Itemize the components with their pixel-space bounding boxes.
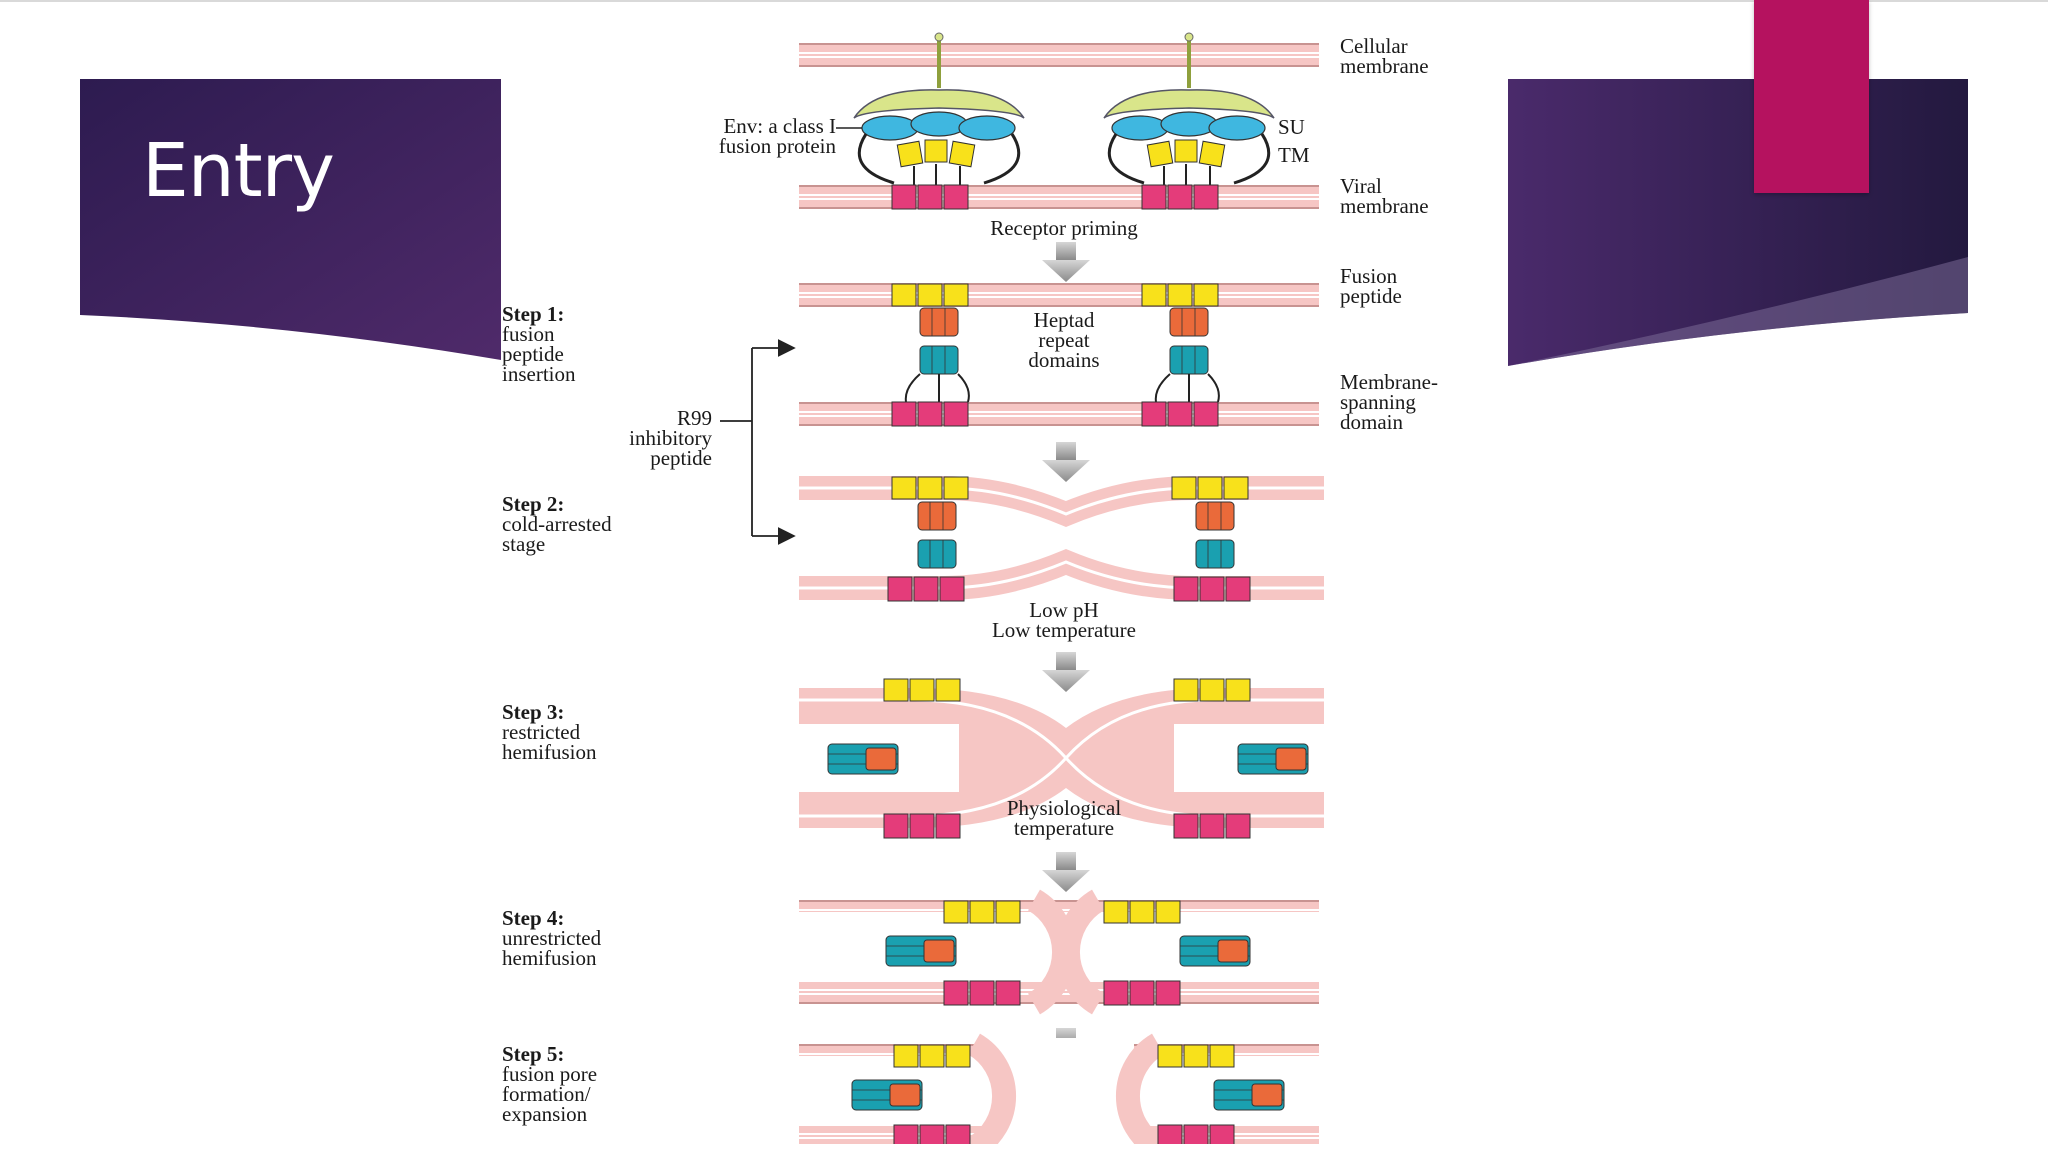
- label-low-ph: Low pH Low temperature: [991, 598, 1137, 642]
- fusion-diagram: Cellular membrane Env: a class I fusion …: [494, 28, 1514, 1152]
- label-viral-membrane: Viral membrane: [1340, 174, 1429, 218]
- step3-label: Step 3:restricted hemifusion: [502, 700, 597, 764]
- step4-label: Step 4:unrestricted hemifusion: [502, 906, 602, 970]
- step1-head: Step 1:: [502, 302, 565, 326]
- panel-env-prefusion: [798, 32, 1320, 210]
- label-heptad-repeat: Heptad repeat domains: [1028, 308, 1100, 372]
- step3-text: restricted hemifusion: [502, 720, 597, 764]
- step2-text: cold-arrested stage: [502, 512, 612, 556]
- label-physiological: Physiological temperature: [1006, 796, 1122, 840]
- step5-head: Step 5:: [502, 1042, 565, 1066]
- right-band: [1508, 79, 1968, 366]
- label-fusion-peptide: Fusion peptide: [1340, 264, 1402, 308]
- step4-head: Step 4:: [502, 906, 565, 930]
- panel-step1: [798, 282, 1320, 427]
- accent-tab: [1754, 0, 1869, 193]
- panel-step5: [798, 1033, 1329, 1152]
- step2-head: Step 2:: [502, 492, 565, 516]
- step3-head: Step 3:: [502, 700, 565, 724]
- label-tm: TM: [1278, 143, 1310, 167]
- panel-step2: [799, 476, 1324, 602]
- fusion-diagram-art: [720, 32, 1329, 1152]
- step5-label: Step 5:fusion pore formation/ expansion: [502, 1042, 598, 1126]
- r99-bracket: [720, 339, 796, 545]
- label-r99: R99 inhibitory peptide: [629, 406, 712, 470]
- step1-text: fusion peptide insertion: [502, 322, 576, 386]
- label-env-protein: Env: a class I fusion protein: [718, 114, 836, 158]
- label-su: SU: [1278, 115, 1305, 139]
- panel-step4: [798, 889, 1329, 1015]
- title-band: [80, 79, 501, 360]
- top-divider: [0, 0, 2048, 2]
- step5-text: fusion pore formation/ expansion: [502, 1062, 598, 1126]
- step1-label: Step 1:fusion peptide insertion: [502, 302, 576, 386]
- label-membrane-spanning: Membrane- spanning domain: [1340, 370, 1438, 434]
- slide-title: Entry: [142, 128, 335, 214]
- step2-label: Step 2:cold-arrested stage: [502, 492, 612, 556]
- label-receptor-priming: Receptor priming: [990, 216, 1138, 240]
- step4-text: unrestricted hemifusion: [502, 926, 602, 970]
- panel-step3: [799, 678, 1324, 839]
- label-cellular-membrane: Cellular membrane: [1340, 34, 1429, 78]
